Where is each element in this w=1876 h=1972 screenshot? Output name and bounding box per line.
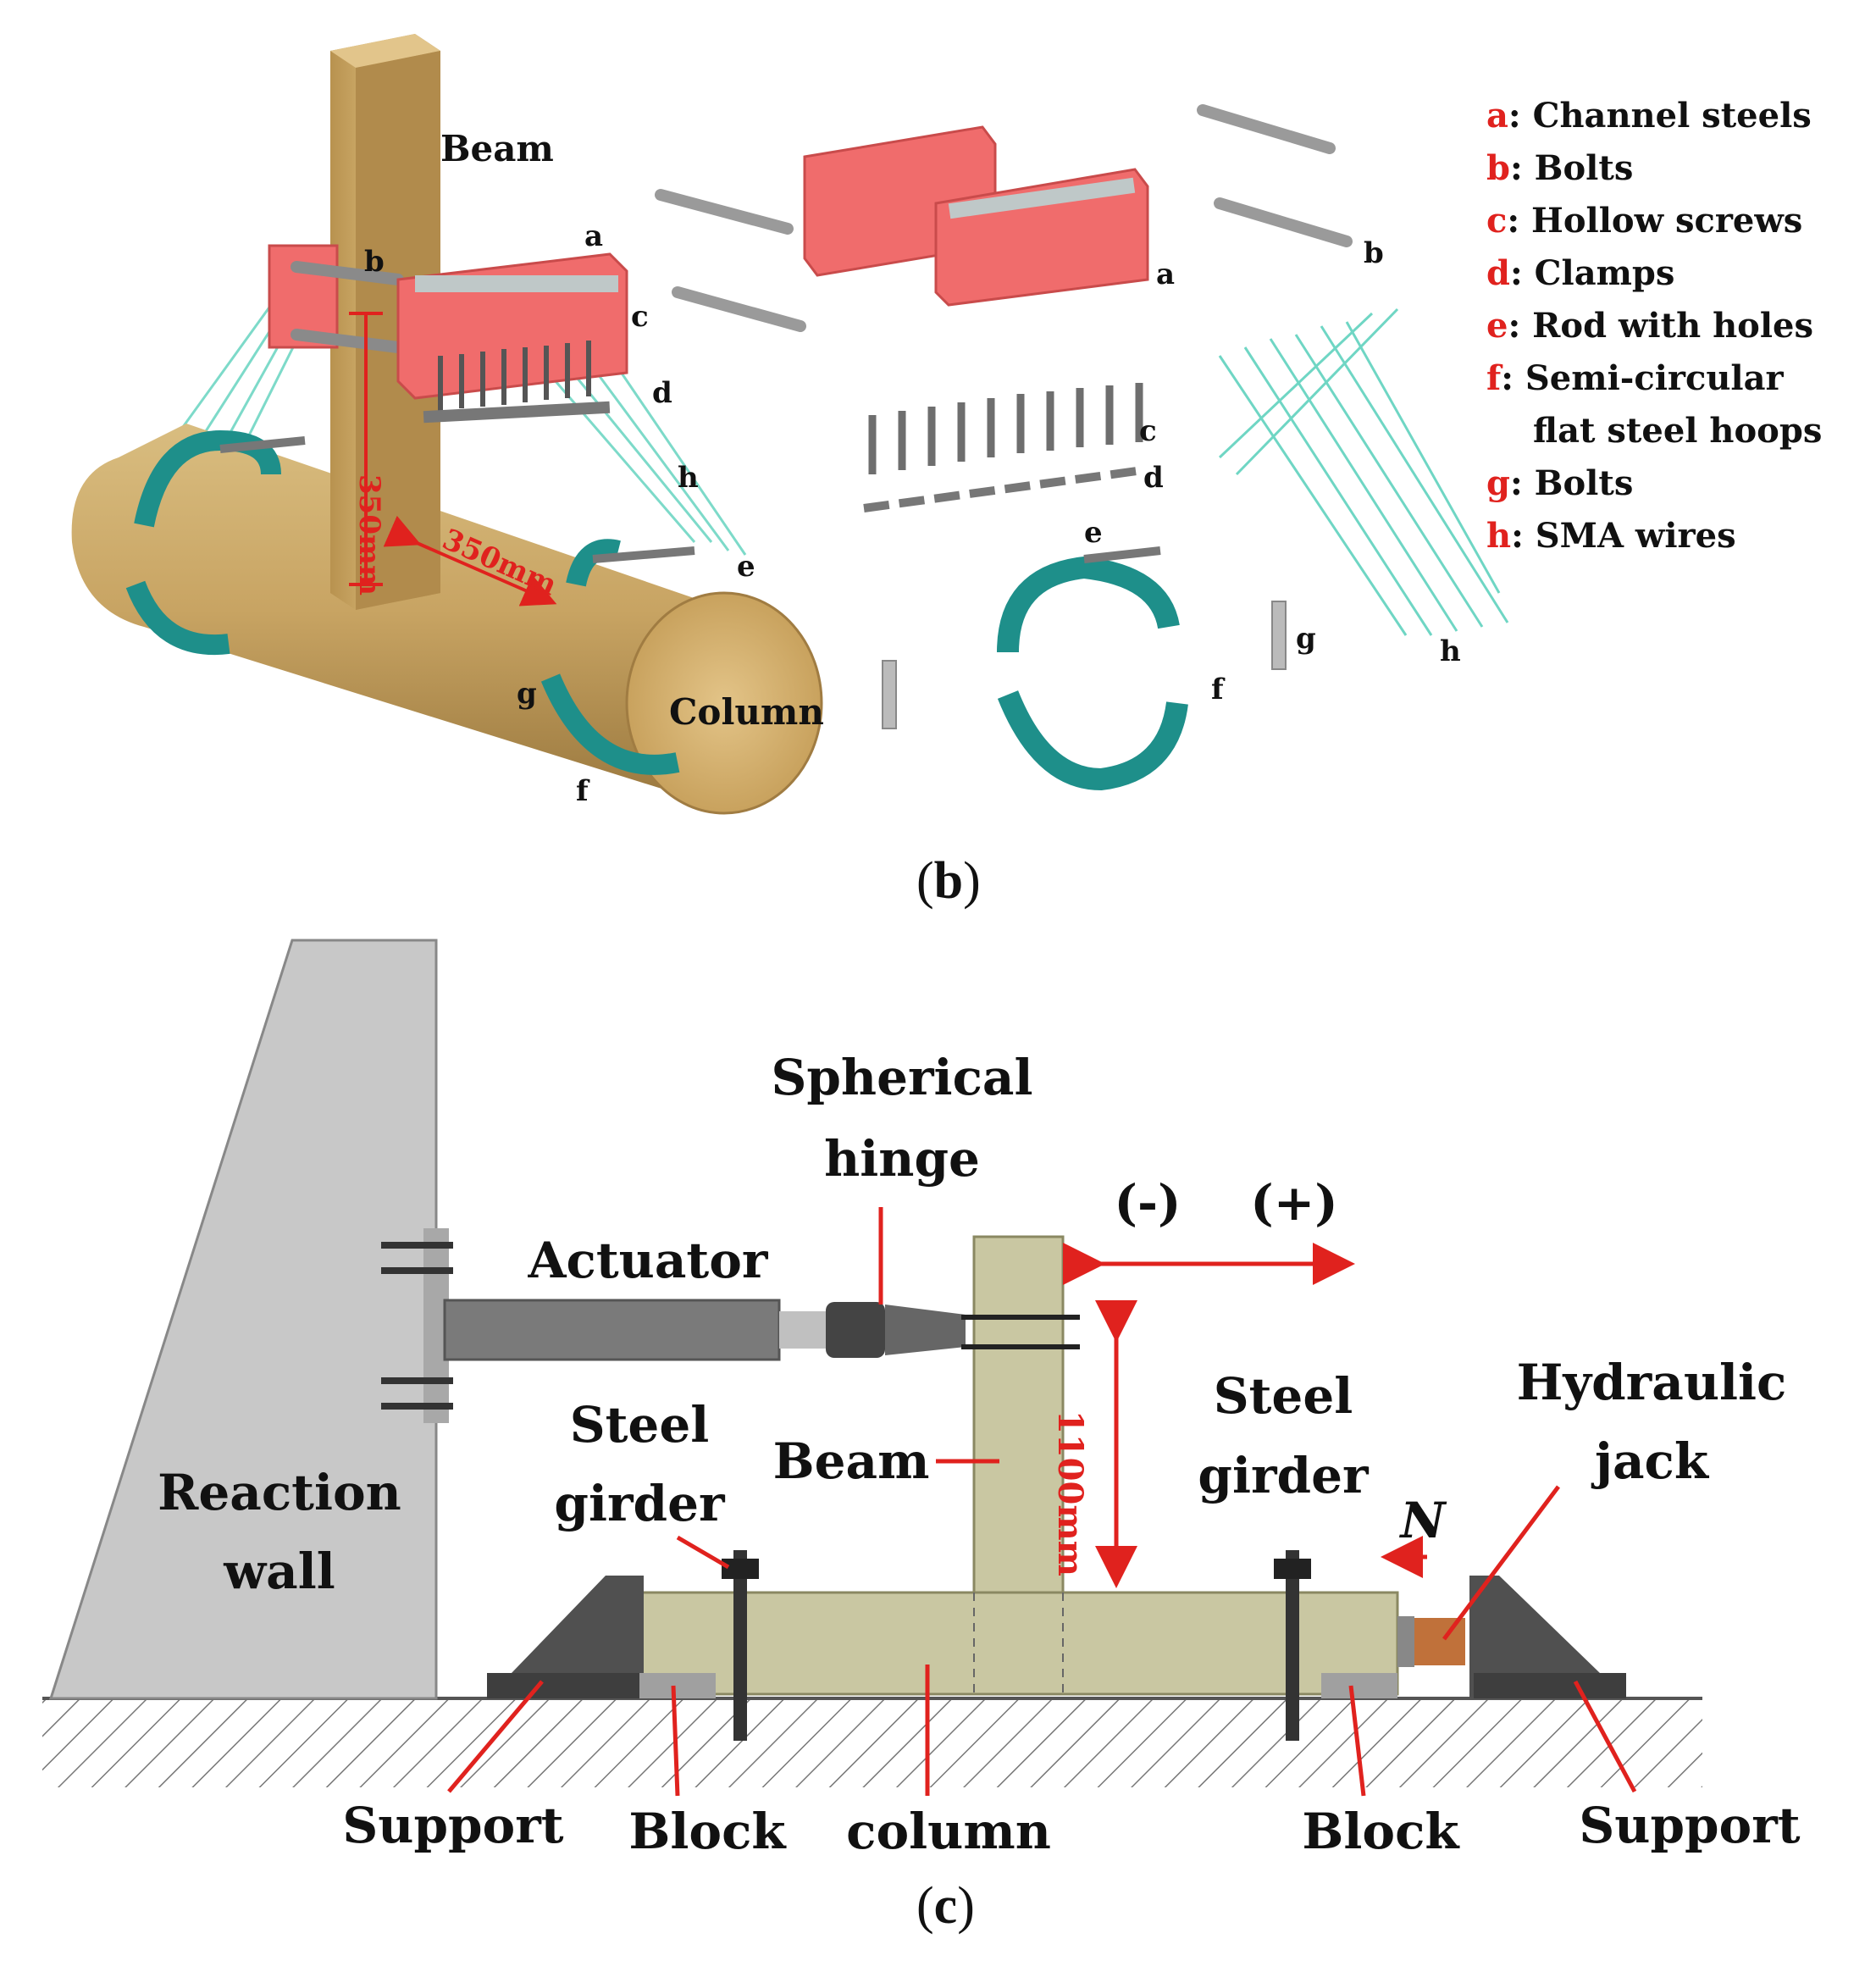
label-a-1: a bbox=[584, 219, 603, 253]
label-e-2: e bbox=[1084, 516, 1103, 550]
label-column-c: column bbox=[846, 1803, 1051, 1860]
sma-wires-exploded bbox=[1218, 307, 1509, 636]
block-left bbox=[639, 1673, 716, 1698]
label-d-2: d bbox=[1143, 461, 1164, 495]
legend-item: d: Clamps bbox=[1486, 253, 1674, 293]
exploded-hollow-screws bbox=[868, 383, 1143, 474]
beam-clamp-bolts bbox=[961, 1315, 1080, 1349]
hoops-assembled bbox=[125, 429, 680, 775]
panel-b: Beam Column 350mm 350mm a b c d h e g f … bbox=[71, 34, 1822, 910]
label-b-2: b bbox=[1364, 236, 1384, 270]
legend-item: c: Hollow screws bbox=[1486, 201, 1802, 241]
label-girder-left: girder bbox=[554, 1475, 726, 1532]
label-block-right: Block bbox=[1302, 1803, 1460, 1860]
wall-anchor-bolts bbox=[381, 1242, 453, 1410]
label-column-b: Column bbox=[669, 691, 824, 733]
exploded-bolt-g-right bbox=[1271, 601, 1287, 670]
rod-with-holes-right bbox=[592, 546, 695, 563]
hinge-clevis bbox=[885, 1305, 966, 1355]
label-c-1: c bbox=[631, 300, 649, 334]
legend: a: Channel steels b: Bolts c: Hollow scr… bbox=[1486, 96, 1822, 556]
steel-girder-bolt-right bbox=[1286, 1550, 1299, 1741]
label-beam-b: Beam bbox=[440, 128, 554, 169]
channel-steel-front bbox=[396, 252, 628, 424]
label-jack: jack bbox=[1591, 1432, 1710, 1490]
support-left bbox=[487, 1576, 644, 1698]
caption-b: (b) bbox=[916, 852, 981, 910]
actuator-body bbox=[443, 1299, 781, 1361]
dimension-350-horizontal bbox=[383, 515, 557, 607]
label-g-2: g bbox=[1296, 622, 1316, 656]
leader-lines bbox=[447, 1207, 1637, 1797]
exploded-bolt-g-left bbox=[882, 660, 897, 729]
label-hinge: hinge bbox=[824, 1130, 980, 1188]
label-f-2: f bbox=[1211, 673, 1226, 706]
legend-item: b: Bolts bbox=[1486, 148, 1633, 188]
reaction-wall bbox=[48, 939, 438, 1700]
label-b-1: b bbox=[364, 245, 385, 279]
label-steel-right: Steel bbox=[1214, 1367, 1353, 1425]
exploded-clamps bbox=[863, 466, 1144, 512]
ground-hatch bbox=[42, 1698, 1702, 1787]
spherical-hinge bbox=[826, 1302, 885, 1358]
label-g-1: g bbox=[517, 677, 537, 711]
label-hydraulic: Hydraulic bbox=[1517, 1354, 1787, 1411]
label-plus: (+) bbox=[1250, 1174, 1337, 1232]
panel-c: Spherical hinge Actuator (-) (+) Reactio… bbox=[42, 939, 1801, 1935]
label-support-left: Support bbox=[342, 1797, 563, 1854]
rod-with-holes-left bbox=[219, 436, 306, 453]
label-actuator: Actuator bbox=[528, 1232, 769, 1289]
hydraulic-jack-body bbox=[1414, 1618, 1465, 1665]
label-a-2: a bbox=[1156, 258, 1175, 291]
dimension-350-vertical bbox=[349, 312, 383, 586]
label-h-2: h bbox=[1440, 634, 1461, 668]
exploded-channel-steels bbox=[803, 125, 1149, 307]
exploded-rod bbox=[1083, 546, 1161, 563]
actuator-rod bbox=[779, 1311, 830, 1349]
legend-item: f: Semi-circular bbox=[1486, 358, 1785, 398]
label-d-1: d bbox=[652, 376, 672, 410]
steel-girder-bolt-left bbox=[733, 1550, 747, 1741]
exploded-bolts-b bbox=[655, 104, 1353, 332]
legend-item: flat steel hoops bbox=[1533, 411, 1822, 451]
label-support-right: Support bbox=[1579, 1797, 1800, 1854]
label-girder-right: girder bbox=[1198, 1447, 1370, 1504]
label-dim-vertical: 350mm bbox=[352, 474, 386, 595]
label-h-1: h bbox=[678, 461, 699, 495]
legend-item: a: Channel steels bbox=[1486, 96, 1812, 136]
caption-c: (c) bbox=[916, 1877, 975, 1935]
label-f-1: f bbox=[576, 774, 590, 808]
label-n: N bbox=[1398, 1492, 1447, 1549]
label-reaction: Reaction bbox=[158, 1464, 401, 1521]
timber-column bbox=[71, 424, 823, 815]
column-c bbox=[608, 1591, 1399, 1696]
label-minus: (-) bbox=[1115, 1174, 1181, 1232]
label-dim-1100: 1100mm bbox=[1050, 1410, 1090, 1576]
label-e-1: e bbox=[737, 550, 755, 584]
exploded-hoops bbox=[997, 556, 1188, 791]
label-steel-left: Steel bbox=[570, 1396, 710, 1454]
label-beam-c: Beam bbox=[773, 1432, 930, 1490]
label-wall: wall bbox=[223, 1543, 335, 1600]
bolts-b-assembled bbox=[291, 261, 404, 353]
block-right bbox=[1321, 1673, 1397, 1698]
legend-item: h: SMA wires bbox=[1486, 516, 1736, 556]
support-right bbox=[1469, 1576, 1626, 1698]
legend-item: e: Rod with holes bbox=[1486, 306, 1813, 346]
label-spherical: Spherical bbox=[771, 1049, 1032, 1106]
label-c-2: c bbox=[1139, 414, 1157, 448]
label-block-left: Block bbox=[628, 1803, 787, 1860]
legend-item: g: Bolts bbox=[1486, 463, 1633, 503]
